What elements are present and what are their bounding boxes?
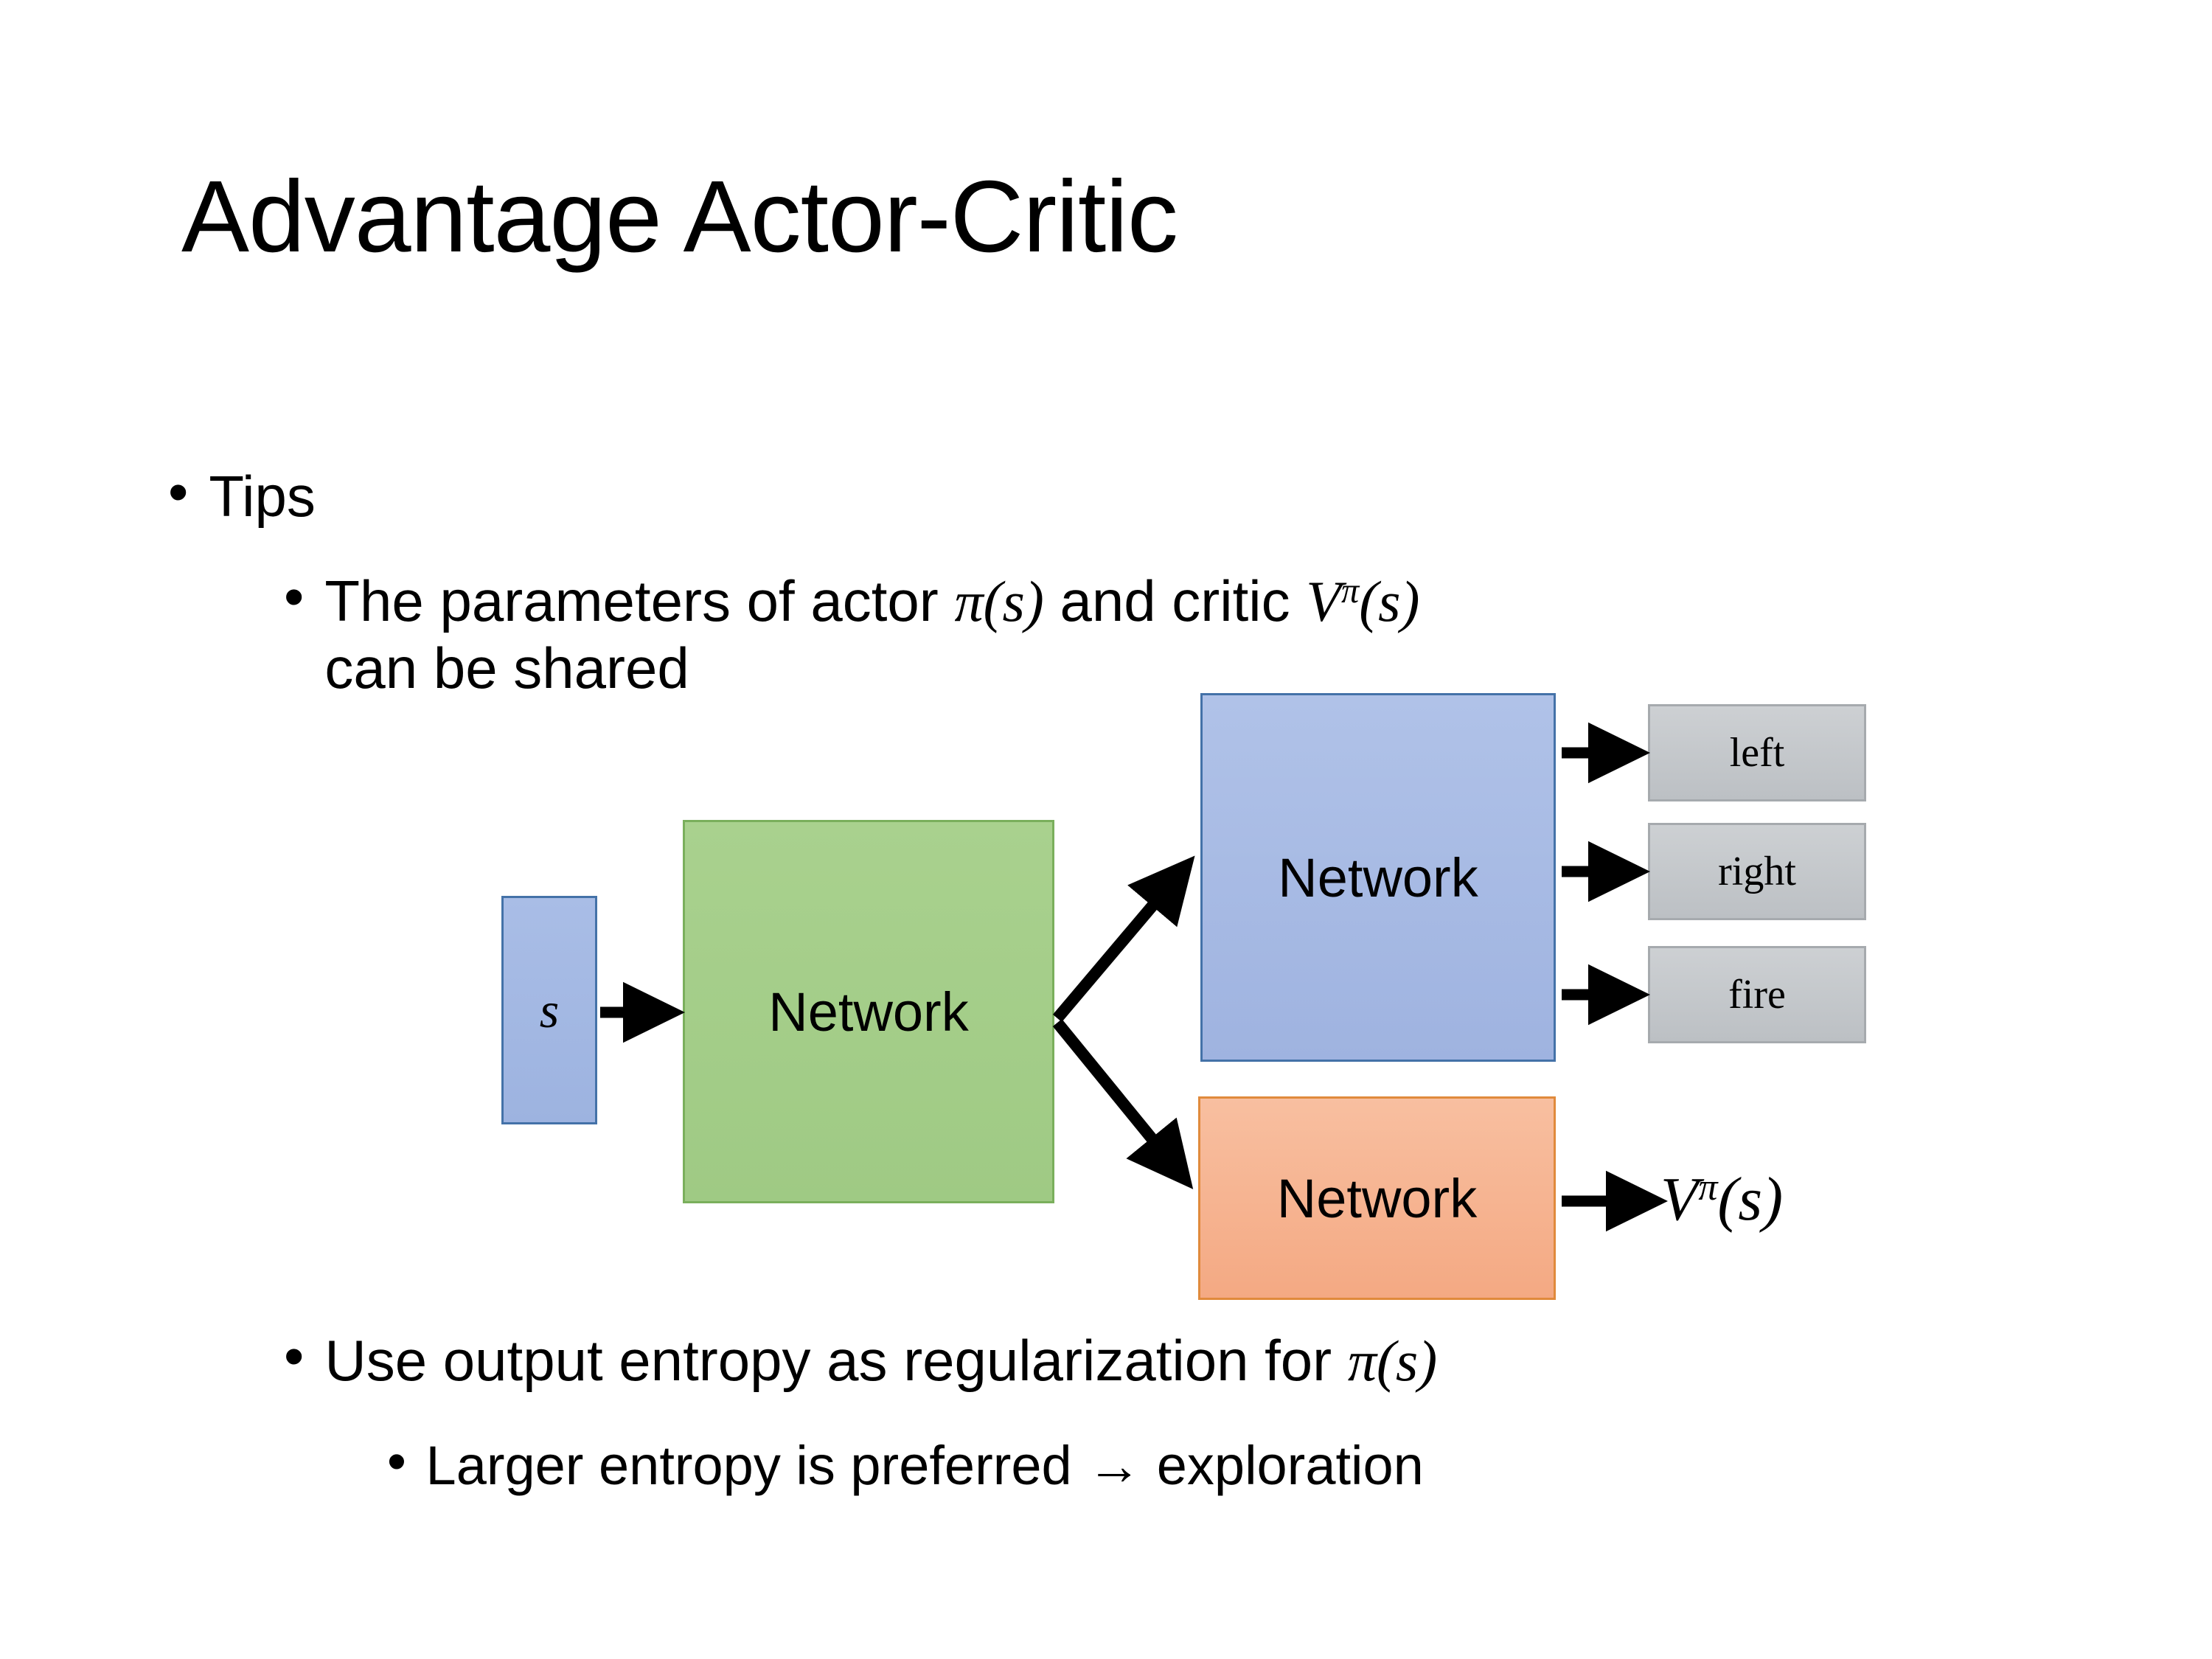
state-input-box: s xyxy=(501,896,597,1124)
bullet-tips: • Tips xyxy=(168,463,316,530)
shared-text-part2: and critic xyxy=(1043,568,1307,633)
math-actor-pi: π xyxy=(954,569,984,633)
math-critic-superscript: π xyxy=(1340,571,1360,611)
critic-output-arg: (s) xyxy=(1717,1165,1784,1234)
bullet-marker-icon: • xyxy=(168,459,189,524)
bullet-marker-icon: • xyxy=(284,564,305,629)
critic-output-v: V xyxy=(1660,1165,1699,1234)
bullet-marker-icon: • xyxy=(284,1324,305,1388)
bullet-tips-label: Tips xyxy=(209,464,316,529)
arrow-shared-to-critic xyxy=(1052,1018,1194,1189)
bullet-shared-parameters: • The parameters of actor π(s) and criti… xyxy=(284,568,1980,702)
arrow-shared-to-actor xyxy=(1052,855,1195,1023)
page-title: Advantage Actor-Critic xyxy=(181,160,1178,274)
action-output-left: left xyxy=(1648,704,1866,801)
critic-network-box: Network xyxy=(1198,1096,1556,1300)
math-entropy-arg: (s) xyxy=(1376,1329,1438,1393)
shared-text-part1: The parameters of actor xyxy=(324,568,955,633)
math-entropy-pi: π xyxy=(1347,1329,1377,1393)
bullet-larger-entropy-label: Larger entropy is preferred → exploratio… xyxy=(425,1435,1424,1496)
shared-text-part3: can be shared xyxy=(324,636,689,701)
bullet-marker-icon: • xyxy=(387,1430,406,1492)
action-output-right-label: right xyxy=(1718,849,1796,894)
action-output-fire-label: fire xyxy=(1728,972,1786,1018)
action-output-left-label: left xyxy=(1729,730,1785,776)
action-output-right: right xyxy=(1648,823,1866,920)
actor-network-box: Network xyxy=(1200,693,1556,1062)
state-label: s xyxy=(539,981,560,1038)
bullet-larger-entropy: • Larger entropy is preferred → explorat… xyxy=(387,1434,1424,1497)
action-output-fire: fire xyxy=(1648,946,1866,1043)
shared-network-box: Network xyxy=(683,820,1054,1203)
math-actor-arg: (s) xyxy=(983,569,1044,633)
entropy-text-part1: Use output entropy as regularization for xyxy=(324,1328,1348,1393)
critic-value-output-label: Vπ(s) xyxy=(1660,1164,1783,1235)
critic-output-superscript: π xyxy=(1698,1166,1718,1208)
math-critic-v: V xyxy=(1306,569,1341,633)
shared-network-label: Network xyxy=(768,981,969,1043)
actor-network-label: Network xyxy=(1278,846,1478,908)
critic-network-label: Network xyxy=(1276,1167,1478,1229)
bullet-entropy-regularization: • Use output entropy as regularization f… xyxy=(284,1327,1437,1394)
math-critic-arg: (s) xyxy=(1359,569,1420,633)
